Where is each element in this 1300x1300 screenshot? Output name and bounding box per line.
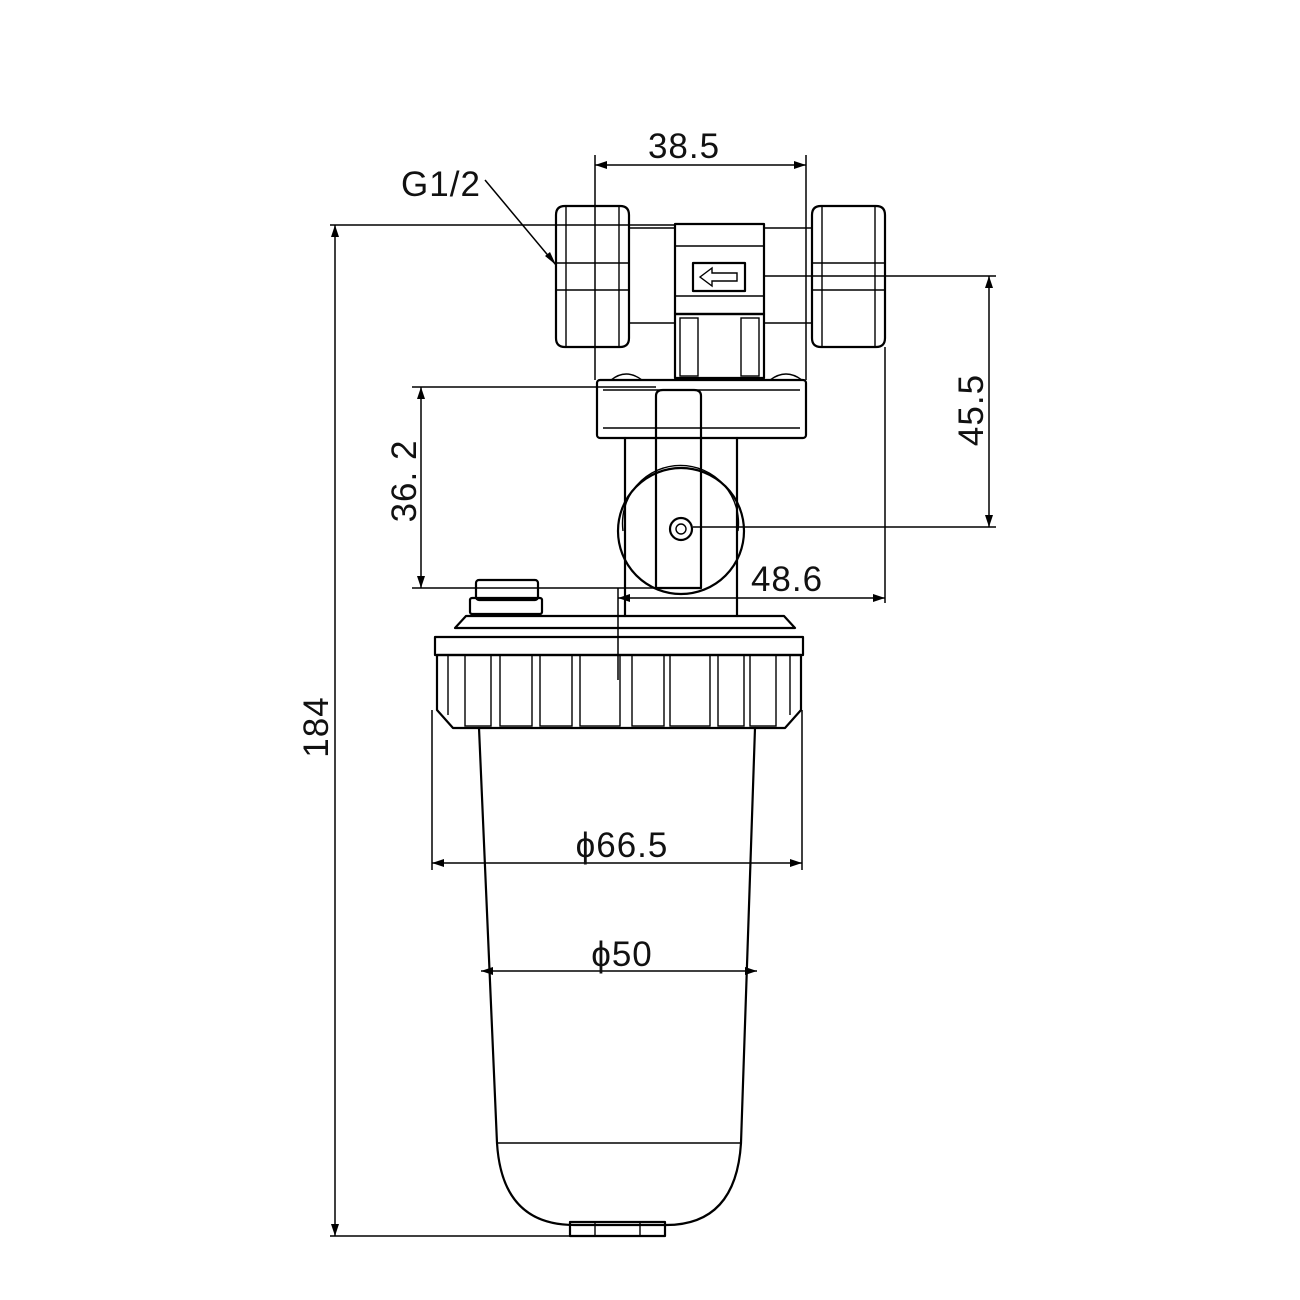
- dimension-38-5: 38.5: [594, 127, 807, 380]
- height-valve-label: 36. 2: [385, 440, 424, 523]
- dimension-diameter-66-5: ϕ66.5: [431, 710, 803, 870]
- bowl-collar: [433, 614, 805, 730]
- height-total-label: 184: [297, 696, 336, 757]
- diameter-outer-label: ϕ66.5: [576, 826, 669, 865]
- diameter-inner-label: ϕ50: [591, 935, 653, 974]
- dimension-36-2: 36. 2: [385, 386, 700, 589]
- thread-label: G1/2: [401, 165, 481, 204]
- dimension-48-6: 48.6: [617, 347, 886, 680]
- height-outlet-label: 45.5: [952, 374, 991, 446]
- offset-label: 48.6: [751, 560, 823, 599]
- filter-body: [433, 204, 887, 1238]
- filter-bowl: [477, 726, 757, 1238]
- thread-leader: G1/2: [401, 165, 557, 266]
- valve-lever: [616, 388, 746, 596]
- width-top-label: 38.5: [648, 127, 720, 166]
- left-inlet-nut: [554, 204, 631, 349]
- vent-cap: [468, 578, 544, 616]
- dimension-diameter-50: ϕ50: [481, 935, 757, 975]
- head-block: [673, 222, 766, 316]
- flow-direction-arrow-icon: [698, 266, 738, 288]
- dimension-45-5: 45.5: [693, 275, 996, 528]
- dimension-184: 184: [297, 224, 675, 1237]
